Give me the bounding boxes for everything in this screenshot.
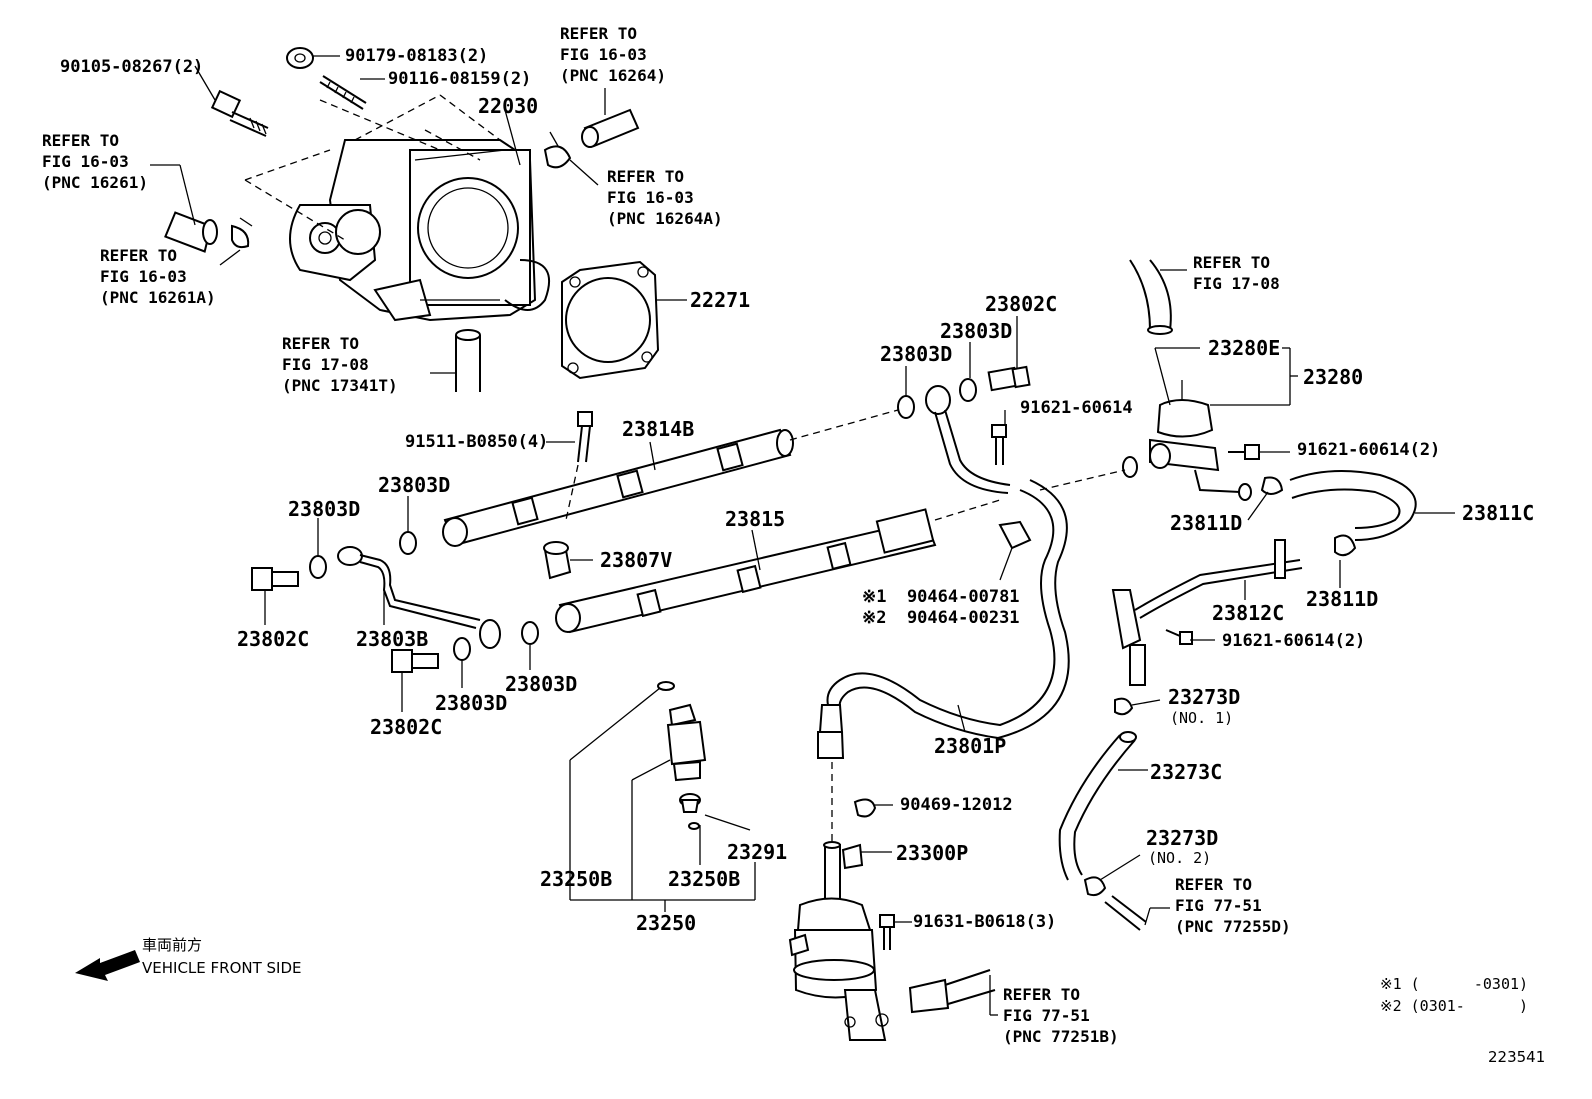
- label-23273C: 23273C: [1150, 760, 1223, 784]
- pump-connector: [817, 704, 845, 759]
- label-23273D-no2: (NO. 2): [1148, 849, 1212, 867]
- label-23280: 23280: [1303, 365, 1364, 389]
- label-23803D-c: 23803D: [378, 473, 451, 497]
- hose-16261: [164, 211, 218, 253]
- leader-lines: [150, 55, 1455, 1016]
- label-23803D-f: 23803D: [435, 691, 508, 715]
- bolt-91631: [879, 914, 895, 950]
- union-bolt-low: [391, 649, 439, 673]
- label-91621-60614-b: 91621-60614(2): [1297, 440, 1441, 460]
- label-23291: 23291: [727, 840, 788, 864]
- label-23803B: 23803B: [356, 627, 429, 651]
- label-23300P: 23300P: [896, 841, 969, 865]
- label-91511-B0850: 91511-B0850(4): [405, 432, 549, 452]
- label-23250B-b: 23250B: [668, 867, 741, 891]
- bolt-91511: [565, 411, 593, 521]
- label-23280E: 23280E: [1208, 336, 1281, 360]
- clamps-23811D: [1260, 476, 1357, 557]
- label-23273D-2: 23273D: [1146, 826, 1219, 850]
- label-23802C-low: 23802C: [370, 715, 443, 739]
- union-bolt-left: [251, 567, 299, 591]
- label-23802C-left: 23802C: [237, 627, 310, 651]
- label-23802C-top: 23802C: [985, 292, 1058, 316]
- delivery-pipe-23815: [555, 508, 937, 634]
- label-ref-16261: REFER TO FIG 16-03 (PNC 16261): [42, 131, 148, 192]
- union-bolt-top: [987, 365, 1031, 392]
- clamp-23273D-1: [1114, 697, 1134, 716]
- label-23812C: 23812C: [1212, 601, 1285, 625]
- label-23803D-e: 23803D: [505, 672, 578, 696]
- label-ref-77255D: REFER TO FIG 77-51 (PNC 77255D): [1175, 875, 1291, 936]
- note-1: ※1 ( -0301): [1380, 975, 1529, 993]
- label-23814B: 23814B: [622, 417, 695, 441]
- bolt-90105: [210, 89, 269, 137]
- label-23815: 23815: [725, 507, 786, 531]
- gaskets-23803D: [309, 378, 1138, 661]
- label-23801P: 23801P: [934, 734, 1007, 758]
- figure-id: 223541: [1488, 1048, 1546, 1066]
- clamp-16264A: [543, 131, 572, 169]
- fuel-tube-23812C: [1111, 539, 1303, 686]
- label-ref-17341T: REFER TO FIG 17-08 (PNC 17341T): [282, 334, 398, 395]
- fuel-pump-23300P: [788, 841, 889, 1041]
- label-23811D-a: 23811D: [1170, 511, 1243, 535]
- clip-90469: [853, 798, 877, 818]
- label-ref-17-08: REFER TO FIG 17-08: [1193, 253, 1280, 293]
- fuel-tube-23803B: [337, 546, 501, 649]
- bolt-91621-a: [991, 424, 1007, 465]
- bolt-91621-b: [1228, 444, 1260, 460]
- delivery-pipe-23814B: [442, 428, 794, 547]
- front-arrow: [75, 950, 140, 981]
- note-2: ※2 (0301- ): [1380, 997, 1529, 1015]
- label-90116-08159: 90116-08159(2): [388, 69, 532, 89]
- label-90464: ※1 90464-00781 ※2 90464-00231: [862, 587, 1020, 628]
- gasket-22271: [561, 260, 660, 380]
- label-23811C: 23811C: [1462, 501, 1535, 525]
- alignment-lines: [789, 409, 1126, 521]
- label-91621-60614-c: 91621-60614(2): [1222, 631, 1366, 651]
- hose-77251B: [908, 969, 996, 1014]
- nut-90179: [286, 47, 314, 69]
- damper-23807V: [543, 541, 572, 580]
- fuel-hose-23801P: [826, 479, 1070, 740]
- label-23273D-1: 23273D: [1168, 685, 1241, 709]
- hose-17341T: [455, 329, 481, 392]
- label-23807V: 23807V: [600, 548, 673, 572]
- label-90469-12012: 90469-12012: [900, 795, 1013, 815]
- hose-23273C: [1058, 731, 1137, 881]
- label-23811D-b: 23811D: [1306, 587, 1379, 611]
- fuel-tube-upper: [925, 385, 1011, 494]
- label-91631-B0618: 91631-B0618(3): [913, 912, 1057, 932]
- clamp-23273D-2: [1083, 876, 1107, 897]
- stud-90116: [319, 75, 367, 110]
- label-91621-60614-a: 91621-60614: [1020, 398, 1133, 418]
- label-23273D-no1: (NO. 1): [1170, 709, 1234, 727]
- label-22030: 22030: [478, 94, 539, 118]
- throttle-body: [289, 139, 550, 322]
- label-ref-16261A: REFER TO FIG 16-03 (PNC 16261A): [100, 246, 216, 307]
- injector-23250: [657, 681, 707, 830]
- label-23803D-a: 23803D: [940, 319, 1013, 343]
- label-22271: 22271: [690, 288, 751, 312]
- label-23803D-b: 23803D: [880, 342, 953, 366]
- label-ref-77251B: REFER TO FIG 77-51 (PNC 77251B): [1003, 985, 1119, 1046]
- label-23250B-a: 23250B: [540, 867, 613, 891]
- hose-16264: [581, 108, 640, 148]
- clip-90464: [998, 520, 1032, 550]
- pressure-regulator-23280: [1129, 259, 1252, 501]
- bolt-91621-c: [1165, 629, 1193, 645]
- label-front-jp: 車両前方: [142, 936, 203, 954]
- tube-77255D: [1104, 895, 1147, 931]
- label-90105-08267: 90105-08267(2): [60, 57, 204, 77]
- label-ref-16264A: REFER TO FIG 16-03 (PNC 16264A): [607, 167, 723, 228]
- label-90179-08183: 90179-08183(2): [345, 46, 489, 66]
- label-23803D-d: 23803D: [288, 497, 361, 521]
- label-23250: 23250: [636, 911, 697, 935]
- label-ref-16264: REFER TO FIG 16-03 (PNC 16264): [560, 24, 666, 85]
- clamp-16261A: [231, 217, 253, 249]
- label-front-en: VEHICLE FRONT SIDE: [142, 959, 302, 977]
- hose-23811C: [1289, 470, 1417, 541]
